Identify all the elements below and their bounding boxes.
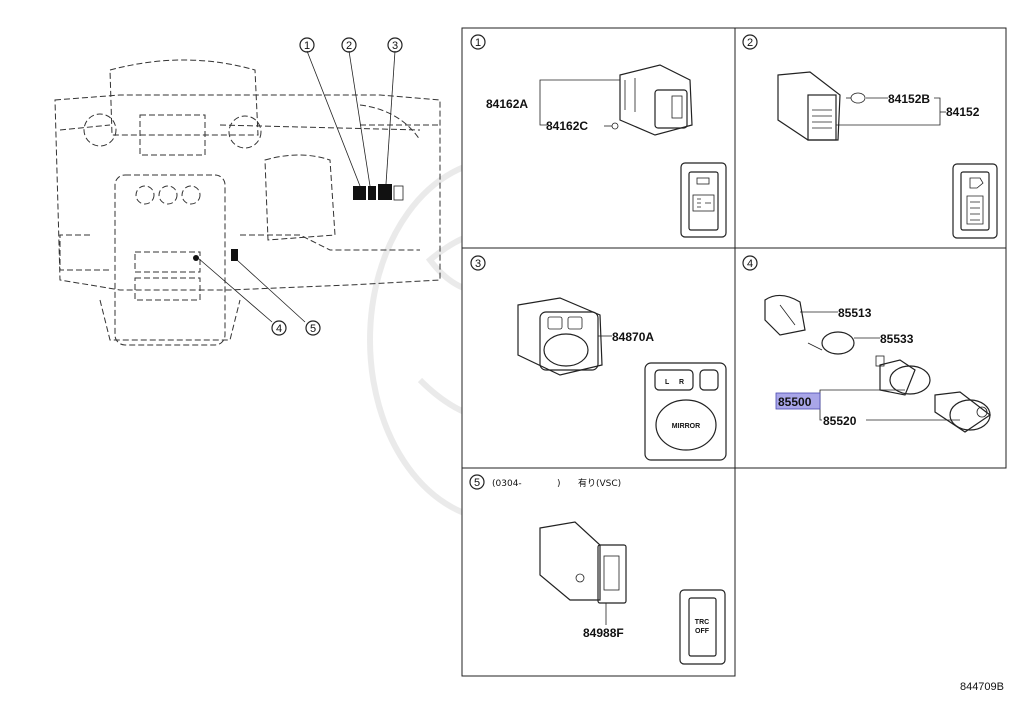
callout-3: 3 <box>387 37 403 53</box>
svg-text:3: 3 <box>392 40 398 52</box>
trc-off-switch-drawing <box>539 521 627 604</box>
fog-lamp-switch-drawing <box>619 64 693 136</box>
condition-note-vsc: 有り(VSC) <box>578 477 621 489</box>
callout-5: 5 <box>305 320 321 336</box>
svg-text:3: 3 <box>475 258 481 270</box>
mirror-center-label: MIRROR <box>672 423 700 430</box>
part-85520: 85520 <box>823 414 857 428</box>
switch-block-3 <box>378 184 392 200</box>
diagram-code: 844709B <box>960 681 1004 693</box>
mirror-left-label: L <box>665 379 670 386</box>
callout-2: 2 <box>341 37 357 53</box>
headlamp-level-button-icon <box>952 163 998 239</box>
svg-text:5: 5 <box>310 323 316 335</box>
callout-4: 4 <box>271 320 287 336</box>
svg-text:2: 2 <box>346 40 352 52</box>
part-84152: 84152 <box>946 105 980 119</box>
part-84162A: 84162A <box>486 97 528 111</box>
bulb-84152B-icon <box>846 92 866 104</box>
condition-note-start: (0304- <box>492 479 522 489</box>
headlamp-leveling-switch-drawing <box>777 71 841 141</box>
highlight-85500 <box>775 392 821 410</box>
part-84152B: 84152B <box>888 92 930 106</box>
svg-text:5: 5 <box>474 477 480 489</box>
svg-text:OFF: OFF <box>695 628 710 635</box>
switch-block-1 <box>353 186 366 200</box>
socket-drawing <box>875 355 931 396</box>
svg-text:2: 2 <box>747 37 753 49</box>
panel-4: 4 85513 85533 85500 85520 <box>734 247 1007 469</box>
panel-5: 5 (0304- ) 有り(VSC) 84988F TRC OFF <box>461 467 736 677</box>
trc-off-button-icon: TRC OFF <box>679 589 726 665</box>
panel-1: 1 84162A 84162C <box>461 27 736 249</box>
svg-text:1: 1 <box>304 40 310 52</box>
callout-1: 1 <box>299 37 315 53</box>
svg-text:TRC: TRC <box>695 619 709 626</box>
switch-block-2 <box>368 186 376 200</box>
part-85513: 85513 <box>838 306 872 320</box>
lighter-plug-drawing <box>934 391 992 433</box>
mirror-switch-drawing <box>517 297 603 376</box>
svg-text:1: 1 <box>475 37 481 49</box>
svg-text:4: 4 <box>747 258 753 270</box>
condition-note-end: ) <box>557 479 561 489</box>
panel-3: 3 84870A L R MIRROR <box>461 247 736 469</box>
part-84162C: 84162C <box>546 119 588 133</box>
part-85500: 85500 <box>778 395 812 409</box>
bulb-icon <box>604 122 619 130</box>
mirror-right-label: R <box>679 379 684 386</box>
cigarette-lighter-housing-drawing <box>764 294 806 336</box>
fog-lamp-button-icon <box>680 162 727 238</box>
illumination-ring-drawing <box>807 331 855 355</box>
dashboard-overview: 1 2 3 4 5 <box>54 37 441 346</box>
part-84870A: 84870A <box>612 330 654 344</box>
panel-2: 2 84152B 84152 <box>734 27 1007 249</box>
part-84988F: 84988F <box>583 626 624 640</box>
mirror-control-panel-icon: L R MIRROR <box>644 362 727 461</box>
svg-text:4: 4 <box>276 323 282 335</box>
part-85533: 85533 <box>880 332 914 346</box>
switch-block-5 <box>231 249 238 261</box>
